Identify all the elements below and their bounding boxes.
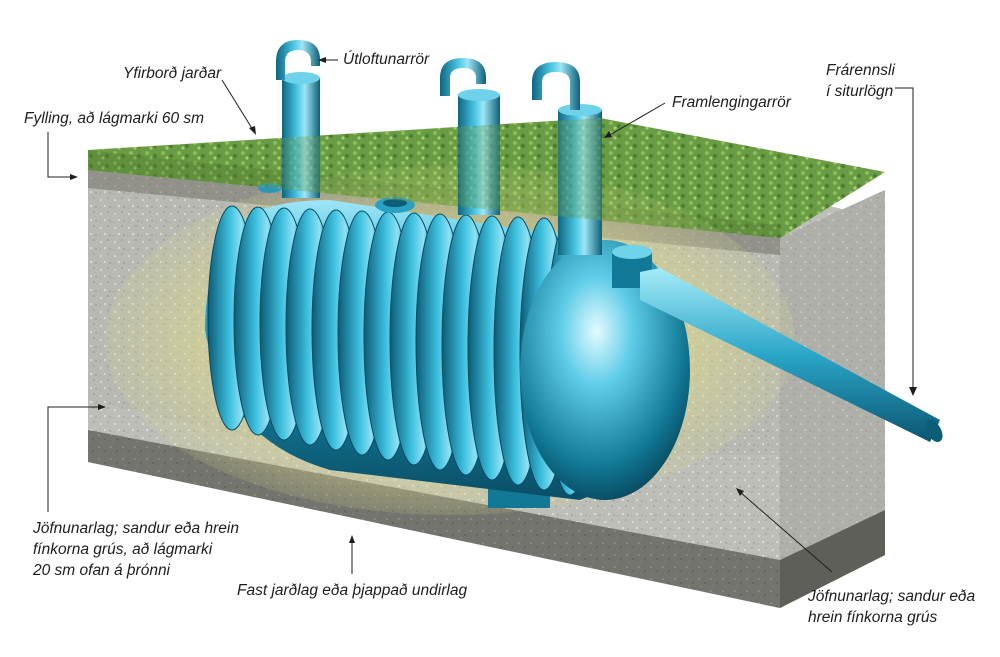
outlet-pipe (612, 245, 943, 442)
label-leveling-right-line: hrein fínkorna grús (808, 609, 938, 626)
label-leveling-left-line: Jöfnunarlag; sandur eða hrein (33, 520, 239, 537)
label-leveling-right-line: Jöfnunarlag; sandur eða (808, 588, 976, 605)
label-vent-pipe: Útloftunarrör (343, 51, 430, 68)
label-leveling-left-line: 20 sm ofan á þrónni (33, 562, 171, 579)
tank-end-cap (520, 240, 690, 500)
label-leveling-left-line: fínkorna grús, að lágmarki (33, 541, 213, 558)
label-leveling-right: Jöfnunarlag; sandur eða hrein fínkorna g… (808, 586, 975, 628)
label-extension-pipe: Framlengingarrör (672, 94, 791, 111)
label-base: Fast jarðlag eða þjappað undirlag (237, 582, 468, 599)
label-outlet: Frárennsli í siturlögn (826, 60, 895, 102)
label-outlet-line: í siturlögn (826, 83, 894, 100)
label-leveling-left: Jöfnunarlag; sandur eða hrein fínkorna g… (33, 518, 239, 581)
label-outlet-line: Frárennsli (826, 62, 895, 79)
label-ground-surface: Yfirborð jarðar (123, 65, 222, 82)
label-backfill: Fylling, að lágmarki 60 sm (24, 110, 205, 127)
tank (205, 183, 690, 508)
leader-lines (47, 57, 917, 574)
